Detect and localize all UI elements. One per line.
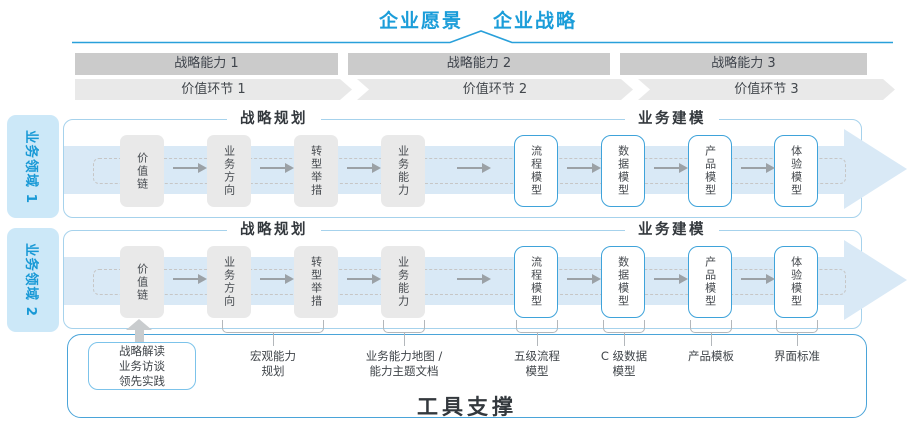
- business-domain-tab-1: 业务领域 1: [7, 115, 59, 218]
- value-link-chevron-2: 价值环节 2: [357, 79, 633, 100]
- bracket-stem: [711, 333, 712, 346]
- dashed-track: [93, 158, 846, 184]
- bracket-stem: [404, 333, 405, 346]
- annotation-ui-standard: 界面标准: [774, 349, 820, 363]
- box-product-model: 产品模型: [688, 135, 732, 207]
- bracket-connector: [690, 320, 732, 333]
- annotation-process-model: 五级流程 模型: [514, 349, 560, 378]
- business-domain-tab-label: 业务领域 2: [23, 242, 39, 318]
- box-transformation-initiatives: 转型举措: [294, 246, 338, 318]
- box-data-model: 数据模型: [601, 246, 645, 318]
- strategy-title: 企业战略: [493, 10, 578, 32]
- annotation-capability-map: 业务能力地图 / 能力主题文档: [365, 349, 443, 378]
- strategic-capability-bar-3: 战略能力 3: [620, 53, 867, 75]
- bracket-connector: [603, 320, 645, 333]
- flow-arrow-icon: [654, 163, 688, 173]
- box-label: 业务能力: [396, 256, 410, 308]
- box-product-model: 产品模型: [688, 246, 732, 318]
- box-value-chain: 价值链: [120, 135, 164, 207]
- business-domain-row-1: 战略规划 业务建模 价值链 业务方向 转型举措 业务能力 流程模型 数据模型 产…: [63, 109, 907, 218]
- bracket-stem: [537, 333, 538, 346]
- value-link-chevron-3: 价值环节 3: [638, 79, 895, 100]
- annotation-product-template: 产品模板: [688, 349, 734, 363]
- bracket-connector: [222, 320, 324, 333]
- bracket-stem: [273, 333, 274, 346]
- box-label: 数据模型: [616, 145, 630, 197]
- box-experience-model: 体验模型: [774, 135, 818, 207]
- box-experience-model: 体验模型: [774, 246, 818, 318]
- tool-support-container: [67, 334, 867, 418]
- strategic-capability-bar-2: 战略能力 2: [348, 53, 610, 75]
- flow-arrow-head-icon: [844, 129, 907, 209]
- vision-title: 企业愿景: [378, 10, 463, 32]
- strategic-capability-bar-1: 战略能力 1: [75, 53, 338, 75]
- flow-arrow-icon: [567, 274, 601, 284]
- box-business-capability: 业务能力: [381, 135, 425, 207]
- box-data-model: 数据模型: [601, 135, 645, 207]
- value-link-chevron-1: 价值环节 1: [75, 79, 352, 100]
- bracket-connector: [776, 320, 818, 333]
- business-domain-tab-label: 业务领域 1: [23, 129, 39, 204]
- bracket-stem: [797, 333, 798, 346]
- box-label: 流程模型: [529, 145, 543, 197]
- flow-arrow-icon: [567, 163, 601, 173]
- box-label: 体验模型: [789, 256, 803, 308]
- business-modeling-header: 业务建模: [625, 220, 719, 240]
- bracket-stem: [624, 333, 625, 346]
- tool-support-title: 工具支撑: [417, 395, 517, 419]
- flow-arrow-icon: [741, 163, 775, 173]
- business-modeling-header: 业务建模: [625, 109, 719, 129]
- box-business-capability: 业务能力: [381, 246, 425, 318]
- annotation-macro-capability: 宏观能力 规划: [250, 349, 296, 378]
- flow-arrow-icon: [173, 163, 207, 173]
- flow-arrow-head-icon: [844, 240, 907, 320]
- up-arrow-icon: [135, 330, 144, 343]
- flow-arrow-icon: [457, 274, 491, 284]
- page-title: 企业愿景 企业战略: [379, 6, 577, 33]
- practice-annotation-box: 战略解读 业务访谈 领先实践: [88, 342, 196, 390]
- vision-pointer-line: [72, 30, 893, 44]
- business-domain-tab-2: 业务领域 2: [7, 228, 59, 332]
- box-value-chain: 价值链: [120, 246, 164, 318]
- flow-arrow-icon: [260, 274, 294, 284]
- flow-arrow-icon: [457, 163, 491, 173]
- strategic-planning-header: 战略规划: [227, 220, 321, 240]
- flow-arrow-icon: [347, 163, 381, 173]
- bracket-connector: [383, 320, 425, 333]
- dashed-track: [93, 269, 846, 295]
- flow-arrow-icon: [173, 274, 207, 284]
- box-label: 业务方向: [222, 145, 236, 197]
- box-label: 业务方向: [222, 256, 236, 308]
- box-business-direction: 业务方向: [207, 246, 251, 318]
- box-label: 业务能力: [396, 145, 410, 197]
- flow-arrow-icon: [260, 163, 294, 173]
- box-label: 转型举措: [309, 145, 323, 197]
- box-label: 产品模型: [703, 256, 717, 308]
- box-label: 体验模型: [789, 145, 803, 197]
- box-process-model: 流程模型: [514, 246, 558, 318]
- flow-arrow-icon: [347, 274, 381, 284]
- box-label: 数据模型: [616, 256, 630, 308]
- bracket-connector: [516, 320, 558, 333]
- annotation-data-model: C 级数据 模型: [600, 349, 648, 378]
- up-arrow-icon: [126, 319, 152, 330]
- flow-arrow-icon: [741, 274, 775, 284]
- box-process-model: 流程模型: [514, 135, 558, 207]
- box-transformation-initiatives: 转型举措: [294, 135, 338, 207]
- strategic-planning-header: 战略规划: [227, 109, 321, 129]
- box-label: 产品模型: [703, 145, 717, 197]
- box-business-direction: 业务方向: [207, 135, 251, 207]
- flow-arrow-icon: [654, 274, 688, 284]
- box-label: 转型举措: [309, 256, 323, 308]
- box-label: 价值链: [135, 262, 149, 302]
- business-domain-row-2: 战略规划 业务建模 价值链 业务方向 转型举措 业务能力 流程模型 数据模型 产…: [63, 220, 907, 329]
- box-label: 流程模型: [529, 256, 543, 308]
- box-label: 价值链: [135, 151, 149, 191]
